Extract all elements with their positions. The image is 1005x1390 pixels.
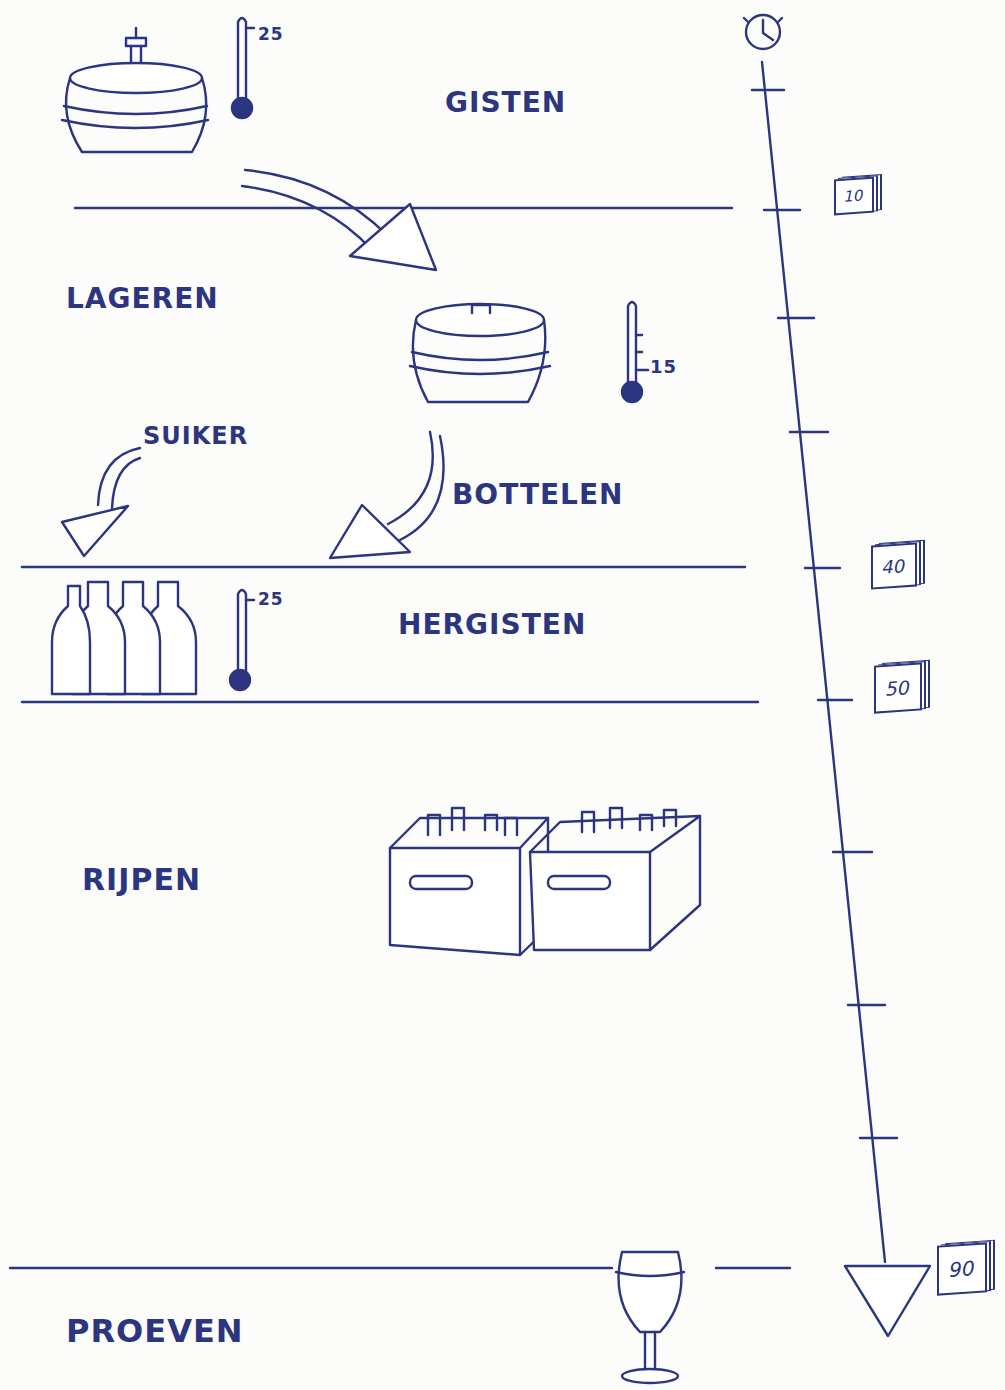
- lagering-barrel: [410, 304, 550, 402]
- day-number: 40: [883, 555, 906, 578]
- sugar-arrow: [62, 448, 140, 556]
- bottle-crates: [390, 808, 700, 955]
- stage-name: PROEVEN: [66, 1312, 244, 1350]
- calendar-page: 10: [834, 177, 874, 216]
- stage-name: LAGEREN: [66, 282, 219, 315]
- calendar-page: 50: [874, 662, 922, 713]
- temperature-value: 25: [258, 24, 284, 44]
- stage-name: BOTTELEN: [452, 478, 624, 511]
- thermometer-icon: [230, 590, 254, 690]
- timeline-axis: [752, 62, 930, 1336]
- clock-icon: [744, 15, 782, 49]
- process-arrow: [242, 170, 436, 270]
- stage-name: HERGISTEN: [398, 608, 586, 641]
- thermometer-icon: [232, 18, 254, 118]
- process-arrow: [330, 432, 444, 558]
- stage-name: SUIKER: [143, 422, 248, 450]
- stage-name: RIJPEN: [82, 862, 201, 897]
- stage-name: GISTEN: [445, 86, 566, 119]
- day-number: 90: [949, 1256, 974, 1282]
- thermometer-icon: [622, 302, 648, 402]
- bottles: [52, 582, 196, 694]
- temperature-value: 25: [258, 589, 284, 609]
- calendar-page: 90: [937, 1242, 987, 1295]
- fermenter-barrel: [62, 28, 208, 152]
- tasting-glass: [616, 1252, 684, 1383]
- temperature-value: 15: [650, 356, 677, 377]
- day-number: 50: [886, 676, 910, 700]
- calendar-page: 40: [871, 542, 917, 589]
- divider-lines: [10, 208, 790, 1268]
- day-number: 10: [844, 186, 863, 205]
